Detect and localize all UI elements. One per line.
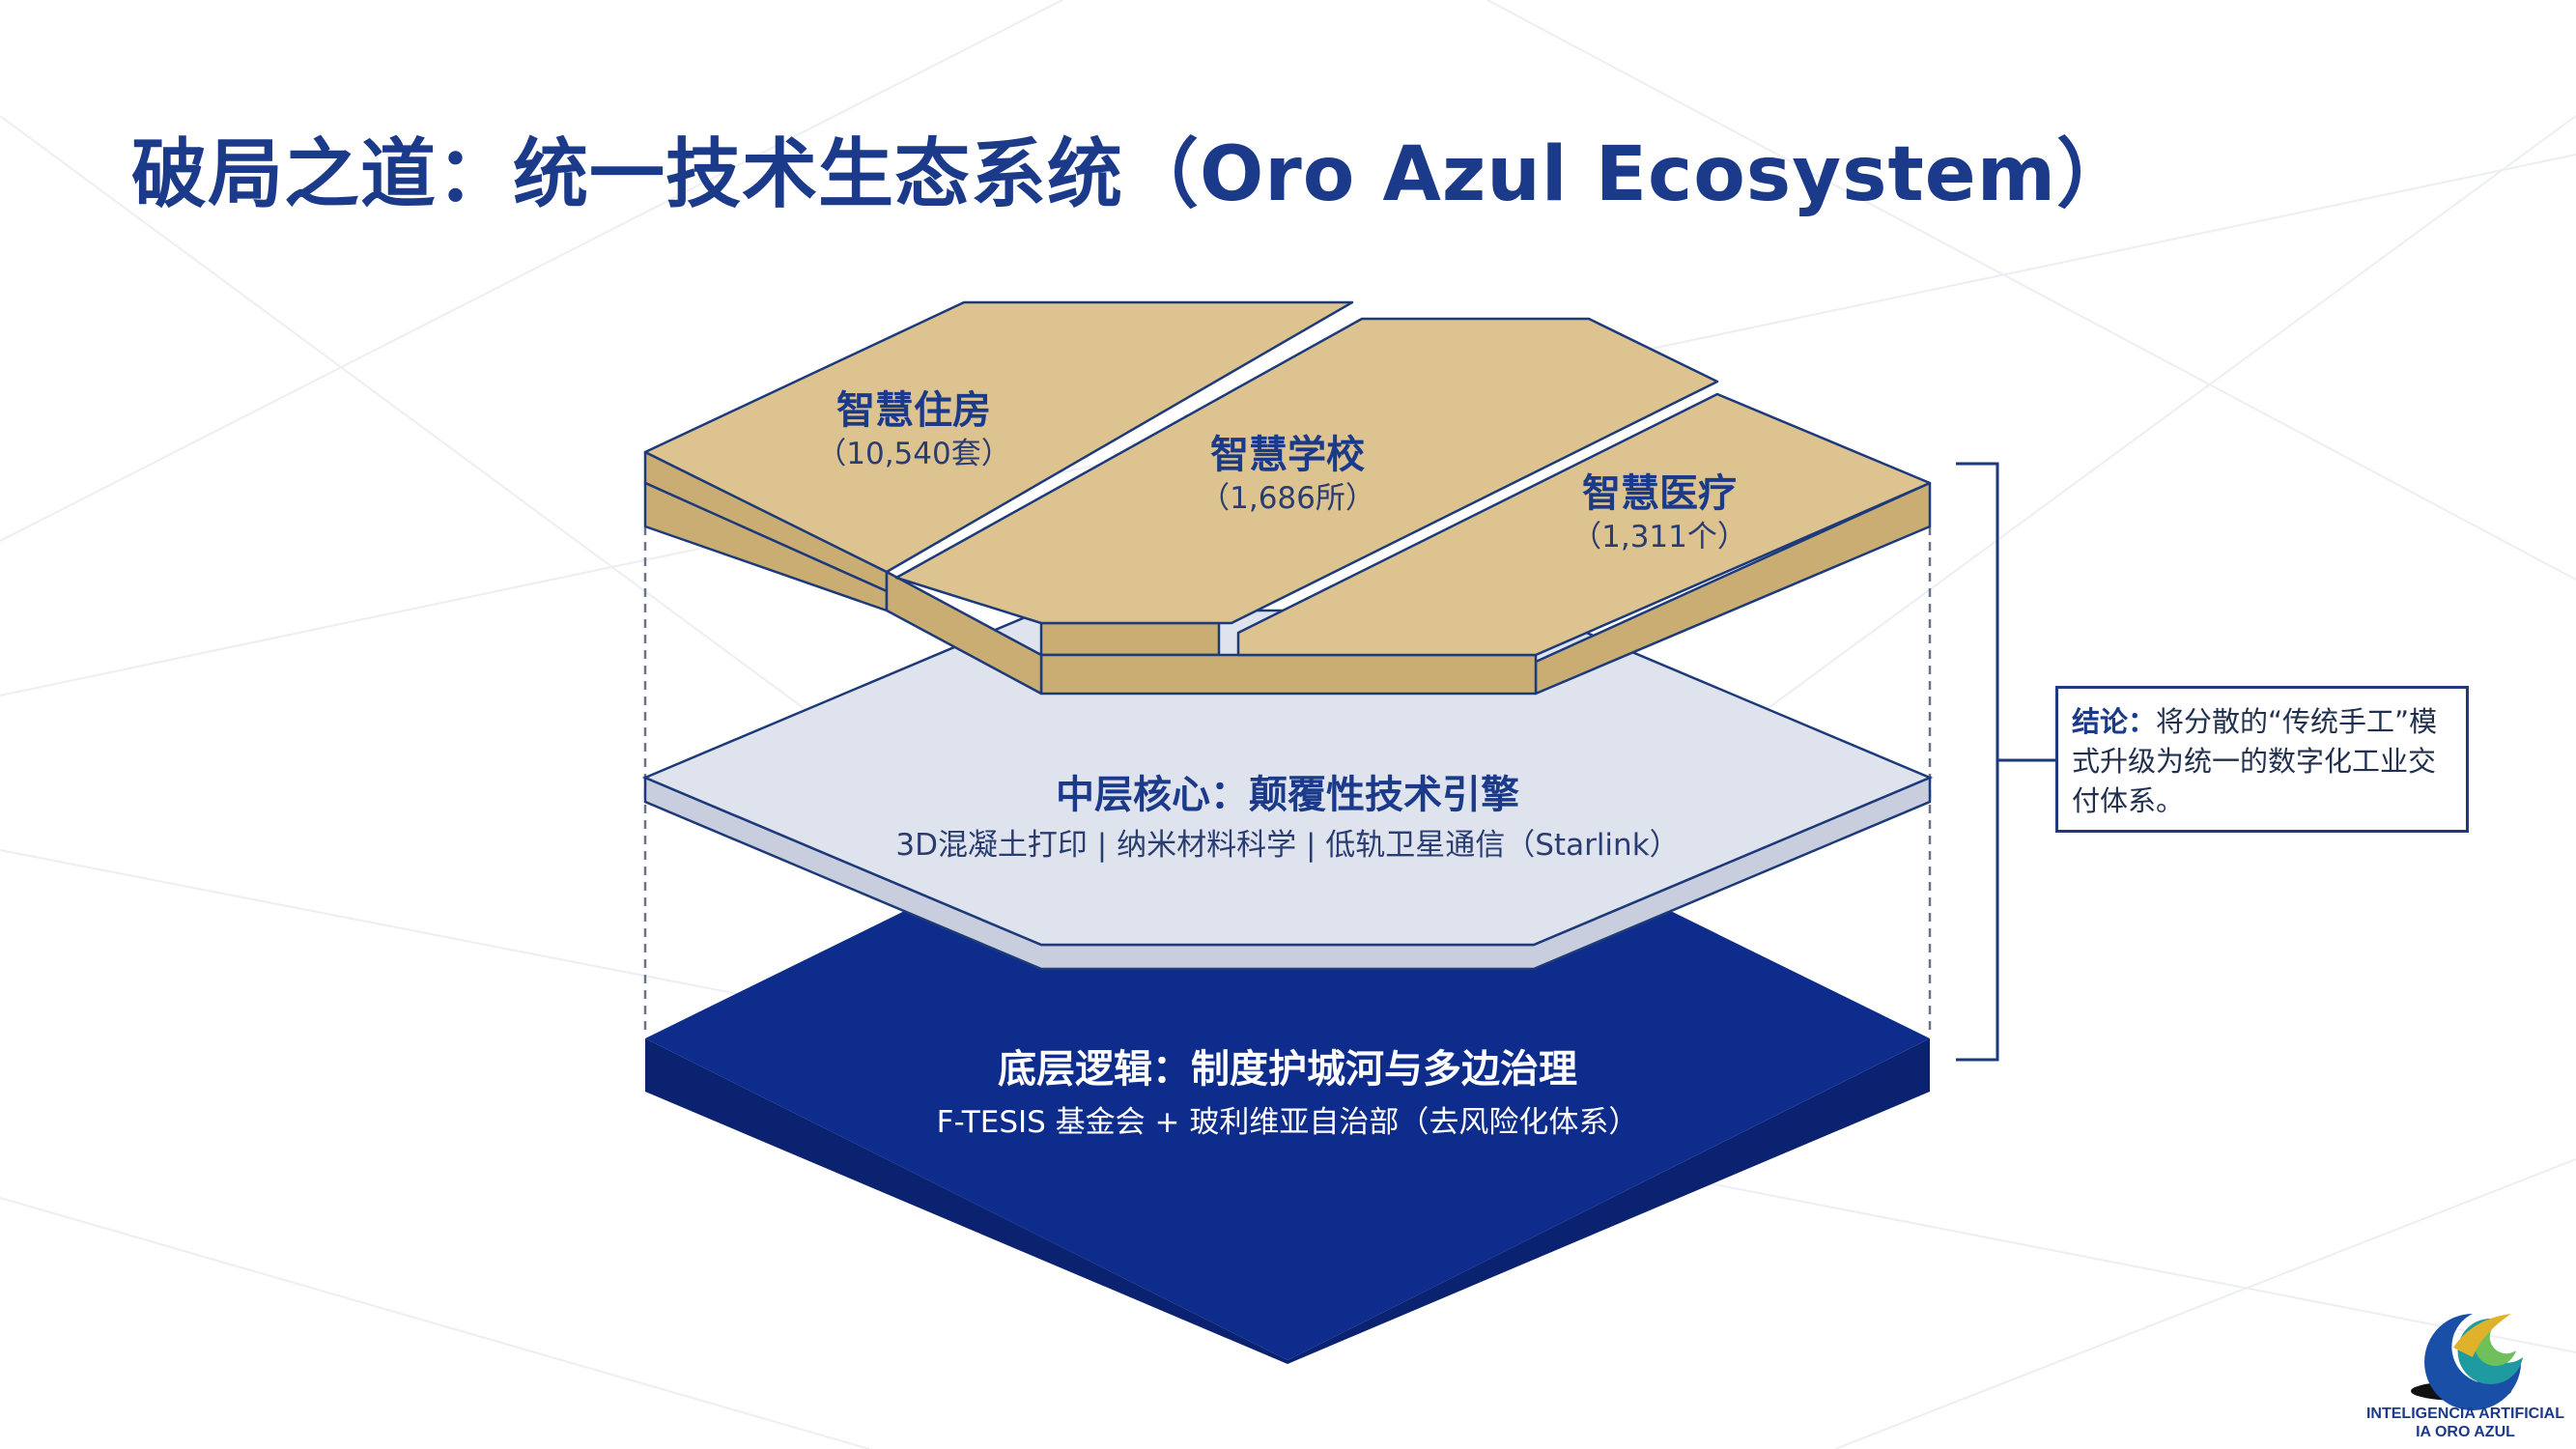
school-block-side xyxy=(1039,621,1221,657)
middle-layer: 中层核心：颠覆性技术引擎 3D混凝土打印 | 纳米材料科学 | 低轨卫星通信（S… xyxy=(641,609,1934,971)
conclusion-label: 结论： xyxy=(2072,705,2157,738)
school-block-top xyxy=(894,317,1719,625)
right-bracket xyxy=(1956,462,2055,1062)
healthcare-block-top xyxy=(1236,392,1932,657)
housing-block-name: 智慧住房 xyxy=(836,388,991,433)
healthcare-block-count: （1,311个） xyxy=(1571,520,1747,554)
middle-layer-items: 3D混凝土打印 | 纳米材料科学 | 低轨卫星通信（Starlink） xyxy=(895,828,1679,863)
page-title: 破局之道：统一技术生态系统（Oro Azul Ecosystem） xyxy=(131,131,2133,218)
conclusion-box: 结论：将分散的“传统手工”模式升级为统一的数字化工业交付体系。 xyxy=(2055,686,2469,833)
bottom-layer-heading: 底层逻辑：制度护城河与多边治理 xyxy=(998,1047,1577,1092)
conclusion-text: 将分散的“传统手工”模式升级为统一的数字化工业交付体系。 xyxy=(2072,705,2438,817)
logo-mark xyxy=(2411,1314,2523,1411)
housing-block-top xyxy=(643,300,1354,574)
lower-front-side xyxy=(1039,653,1538,696)
top-layer: 智慧住房 （10,540套） 智慧学校 （1,686所） 智慧医疗 （1,311… xyxy=(643,300,1932,696)
healthcare-block-name: 智慧医疗 xyxy=(1582,471,1737,516)
bottom-layer-items: F-TESIS 基金会 + 玻利维亚自治部（去风险化体系） xyxy=(937,1105,1639,1140)
logo-line-2: IA ORO AZUL xyxy=(2416,1424,2515,1440)
left-lower-side xyxy=(885,570,1043,696)
logo-line-1: INTELIGENCIA ARTIFICIAL xyxy=(2365,1406,2565,1422)
school-block-name: 智慧学校 xyxy=(1210,433,1365,477)
middle-layer-heading: 中层核心：颠覆性技术引擎 xyxy=(1056,773,1519,817)
housing-block-count: （10,540套） xyxy=(816,437,1010,471)
logo-text: INTELIGENCIA ARTIFICIAL IA ORO AZUL xyxy=(2357,1405,2574,1441)
school-block-count: （1,686所） xyxy=(1200,481,1375,516)
